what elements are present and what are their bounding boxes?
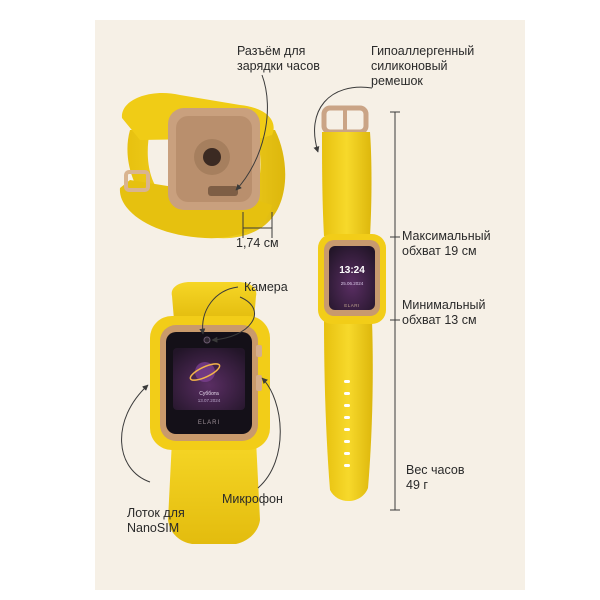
front-strap-bottom: [168, 440, 260, 544]
arrow-icon: [211, 296, 255, 343]
watch-screen-side: [329, 246, 375, 310]
buckle: [124, 170, 150, 192]
charging-port: [208, 186, 238, 196]
side-button: [256, 345, 262, 357]
arrow-icon: [313, 86, 373, 153]
label-charging-port: Разъём для зарядки часов: [237, 44, 320, 73]
buckle-prong: [343, 108, 347, 132]
sensor-core: [203, 148, 221, 166]
front-brand-logo: ELARI: [198, 420, 220, 426]
side-screen-date: 25.06.2024: [341, 281, 364, 286]
strap-upper: [322, 132, 372, 236]
side-button: [256, 375, 262, 391]
label-microphone: Микрофон: [222, 492, 283, 506]
face-planet: [195, 362, 215, 382]
label-camera: Камера: [244, 280, 288, 294]
label-nanosim: Лоток для NanoSIM: [127, 506, 185, 535]
callout-lines: [121, 74, 400, 511]
strap-holes: [344, 380, 350, 467]
front-strap-top: [171, 282, 257, 320]
watch-strap-view: 13:24 25.06.2024 ELARI: [318, 105, 386, 502]
camera-lens-icon: [203, 336, 211, 344]
arrow-icon: [257, 377, 281, 489]
side-screen-time: 13:24: [339, 265, 365, 276]
size-bracket-cap: [390, 111, 400, 511]
label-max-girth: Максимальный обхват 19 см: [402, 229, 491, 258]
arrow-icon: [199, 286, 239, 335]
front-screen-date: 13.07.2024: [198, 398, 221, 403]
arrow-icon: [235, 74, 268, 191]
face-orbit: [189, 363, 221, 381]
label-min-girth: Минимальный обхват 13 см: [402, 298, 486, 327]
label-strap: Гипоаллергенный силиконовый ремешок: [371, 44, 475, 88]
strap-lower: [324, 320, 373, 502]
watch-front-view: Суббота 13.07.2024 ELARI: [150, 282, 270, 544]
thickness-bracket: [242, 212, 273, 238]
label-thickness: 1,74 см: [236, 236, 279, 250]
arrow-icon: [121, 384, 151, 483]
front-screen-day: Суббота: [199, 391, 219, 397]
label-weight: Вес часов 49 г: [406, 463, 465, 492]
side-brand-logo: ELARI: [344, 303, 360, 308]
